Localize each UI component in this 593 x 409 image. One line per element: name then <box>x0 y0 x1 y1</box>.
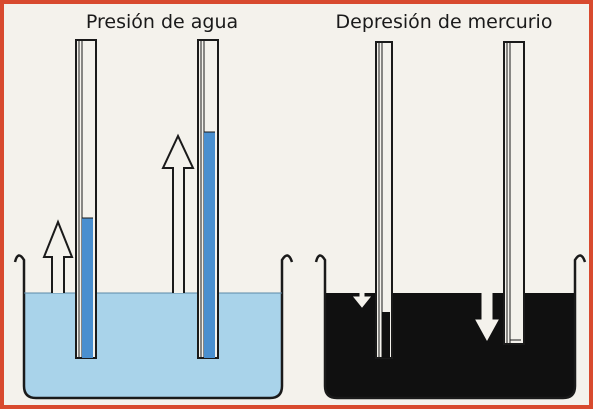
down-arrow-icon <box>352 292 372 308</box>
up-arrow-icon <box>161 133 195 293</box>
mercury-liquid <box>325 293 575 398</box>
mercury-column-left <box>382 312 390 358</box>
mercury-container <box>314 254 587 400</box>
water-column-left <box>82 218 93 358</box>
water-column-right <box>204 132 215 358</box>
water-tube-right <box>197 39 219 359</box>
water-liquid <box>24 293 282 398</box>
up-arrow-icon <box>42 219 74 293</box>
title-mercury: Depresión de mercurio <box>336 11 553 33</box>
water-tube-left <box>75 39 97 359</box>
mercury-tube-left <box>375 41 393 359</box>
mercury-panel <box>314 41 587 400</box>
down-arrow-icon <box>475 292 499 342</box>
water-container <box>13 254 294 400</box>
title-water: Presión de agua <box>86 11 238 33</box>
water-panel <box>13 39 294 400</box>
mercury-tube-right <box>503 41 525 345</box>
